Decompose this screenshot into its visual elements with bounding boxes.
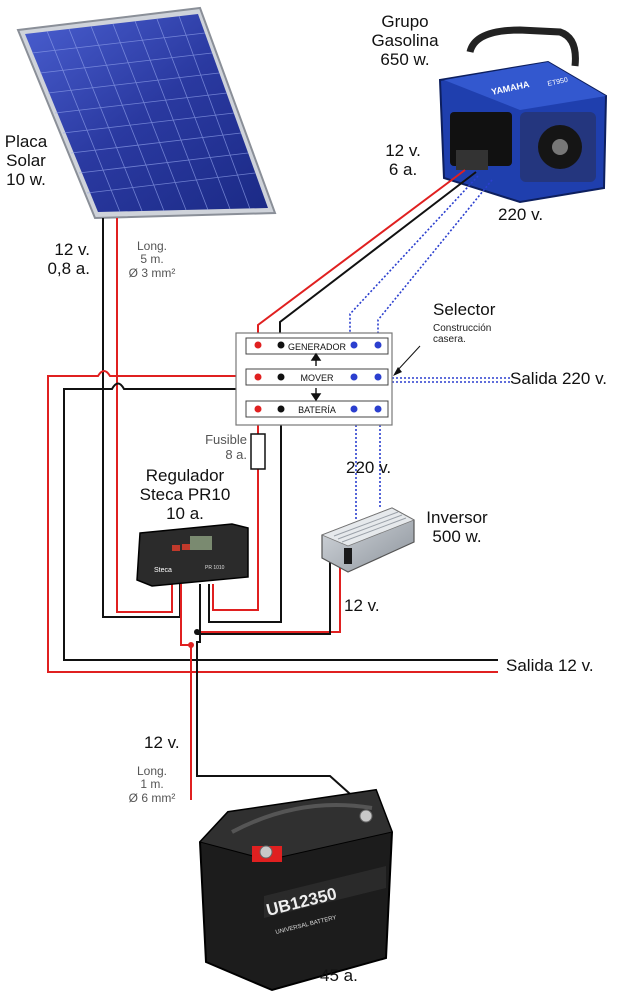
battery-capacity-label: 45 a. — [320, 966, 358, 985]
generator-voltage: 12 v. — [385, 141, 421, 160]
fuse — [250, 433, 266, 470]
solar-cable-length: 5 m. — [140, 252, 164, 267]
selector-note-1: Construcción — [433, 323, 492, 334]
solar-current: 0,8 a. — [47, 259, 90, 279]
inverter-power: 500 w. — [432, 527, 482, 547]
regulator: Steca PR 1010 — [136, 523, 249, 587]
solar-name-2: Solar — [6, 151, 46, 171]
inverter — [320, 507, 415, 573]
selector-note: Construcción casera. — [433, 323, 491, 345]
solar-cable-label: Long. 5 m. Ø 3 mm² — [124, 239, 180, 280]
selector-wires — [47, 370, 498, 811]
output-dc-label: Salida 12 v. — [506, 656, 594, 675]
battery-cable-length: 1 m. — [140, 777, 164, 792]
solar-electrical-label: 12 v. 0,8 a. — [26, 240, 90, 278]
generator-name-2: Gasolina — [371, 31, 439, 51]
solar-panel — [16, 6, 277, 220]
generator-model: ET950 — [547, 77, 569, 88]
selector-terminals — [254, 341, 382, 413]
solar-cable-section: Ø 3 mm² — [128, 265, 176, 280]
selector-title: Selector — [433, 300, 496, 319]
inverter-dc-label: 12 v. — [344, 596, 380, 615]
selector-pointer-head — [393, 367, 402, 376]
fuse-name: Fusible — [205, 432, 247, 447]
battery-voltage-label: 12 v. — [144, 733, 180, 752]
generator-label: Grupo Gasolina 650 w. — [360, 12, 450, 69]
inverter-name: Inversor — [426, 508, 488, 527]
battery-cable-label: Long. 1 m. Ø 6 mm² — [124, 764, 180, 805]
solar-power: 10 w. — [6, 170, 46, 190]
battery-cable-length-title: Long. — [136, 764, 168, 778]
regulator-label: Regulador Steca PR10 10 a. — [124, 466, 246, 523]
selector-row-mover: MOVER — [300, 373, 334, 383]
regulator-model: PR 1010 — [205, 565, 225, 571]
regulator-name-1: Regulador — [145, 466, 225, 485]
selector-arrows — [310, 352, 322, 402]
solar-label: Placa Solar 10 w. — [0, 132, 52, 189]
generator-current: 6 a. — [388, 160, 418, 180]
fuse-label: Fusible 8 a. — [183, 432, 247, 462]
inverter-ac-label: 220 v. — [346, 458, 392, 477]
selector-row-bateria: BATERÍA — [298, 405, 336, 415]
selector-note-2: casera. — [433, 334, 466, 346]
generator-power: 650 w. — [380, 50, 430, 70]
battery: UB12350 UNIVERSAL BATTERY — [198, 788, 394, 992]
regulator-current: 10 a. — [166, 504, 204, 524]
generator-ac-label: 220 v. — [498, 205, 544, 224]
generator: YAMAHA ET950 — [438, 26, 608, 204]
solar-cable-length-title: Long. — [136, 239, 168, 253]
junction-dots — [188, 629, 200, 648]
inverter-label: Inversor 500 w. — [414, 508, 500, 546]
selector-pointer — [395, 345, 421, 373]
solar-name-1: Placa — [4, 132, 48, 151]
output-ac-label: Salida 220 v. — [510, 369, 608, 388]
regulator-logo: Steca — [154, 567, 172, 574]
generator-name-1: Grupo — [381, 12, 429, 31]
selector-box: GENERADOR MOVER BATERÍA — [235, 332, 393, 426]
fuse-rating: 8 a. — [225, 446, 247, 462]
battery-cable-section: Ø 6 mm² — [128, 790, 176, 805]
regulator-name-2: Steca PR10 — [139, 485, 231, 505]
solar-voltage: 12 v. — [54, 240, 90, 259]
generator-dc-label: 12 v. 6 a. — [378, 141, 428, 179]
selector-row-generador: GENERADOR — [288, 342, 347, 352]
